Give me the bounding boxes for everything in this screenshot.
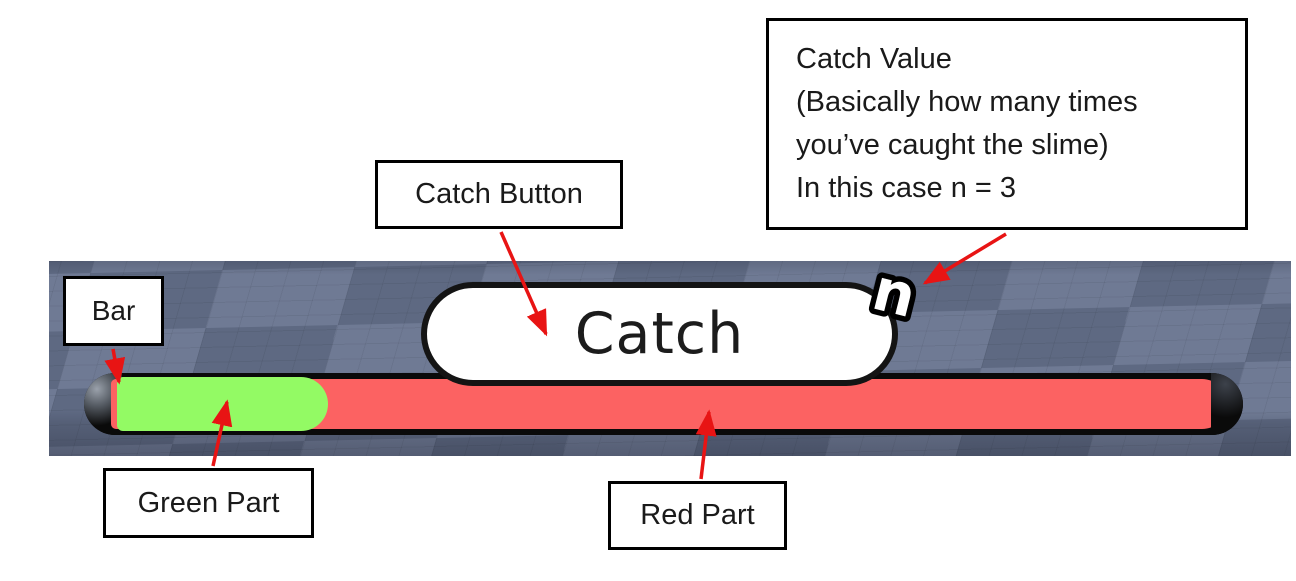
catch-value-line-2: (Basically how many times	[796, 86, 1138, 118]
catch-value-line-4: In this case n = 3	[796, 172, 1017, 204]
catch-bar-track	[84, 373, 1243, 435]
annotation-box-green-part: Green Part	[103, 468, 314, 538]
green-part-label: Green Part	[137, 486, 280, 519]
annotation-box-catch-button: Catch Button	[375, 160, 623, 229]
n-glyph-letter: n	[866, 261, 923, 331]
annotation-box-red-part: Red Part	[608, 481, 787, 550]
red-part-label: Red Part	[640, 499, 755, 531]
annotation-box-catch-value: Catch Value (Basically how many times yo…	[766, 18, 1248, 230]
catch-button-text: Catch	[574, 301, 745, 367]
catch-button[interactable]: Catch	[421, 282, 898, 386]
catch-button-label: Catch Button	[415, 178, 583, 210]
bar-green-part	[117, 377, 328, 431]
catch-value-line-1: Catch Value	[796, 43, 952, 75]
game-screenshot-strip: Catch n	[49, 261, 1291, 456]
catch-value-n-glyph: n	[861, 261, 929, 333]
bar-label: Bar	[91, 295, 136, 326]
catch-value-line-3: you’ve caught the slime)	[796, 129, 1109, 161]
annotation-box-bar: Bar	[63, 276, 164, 346]
